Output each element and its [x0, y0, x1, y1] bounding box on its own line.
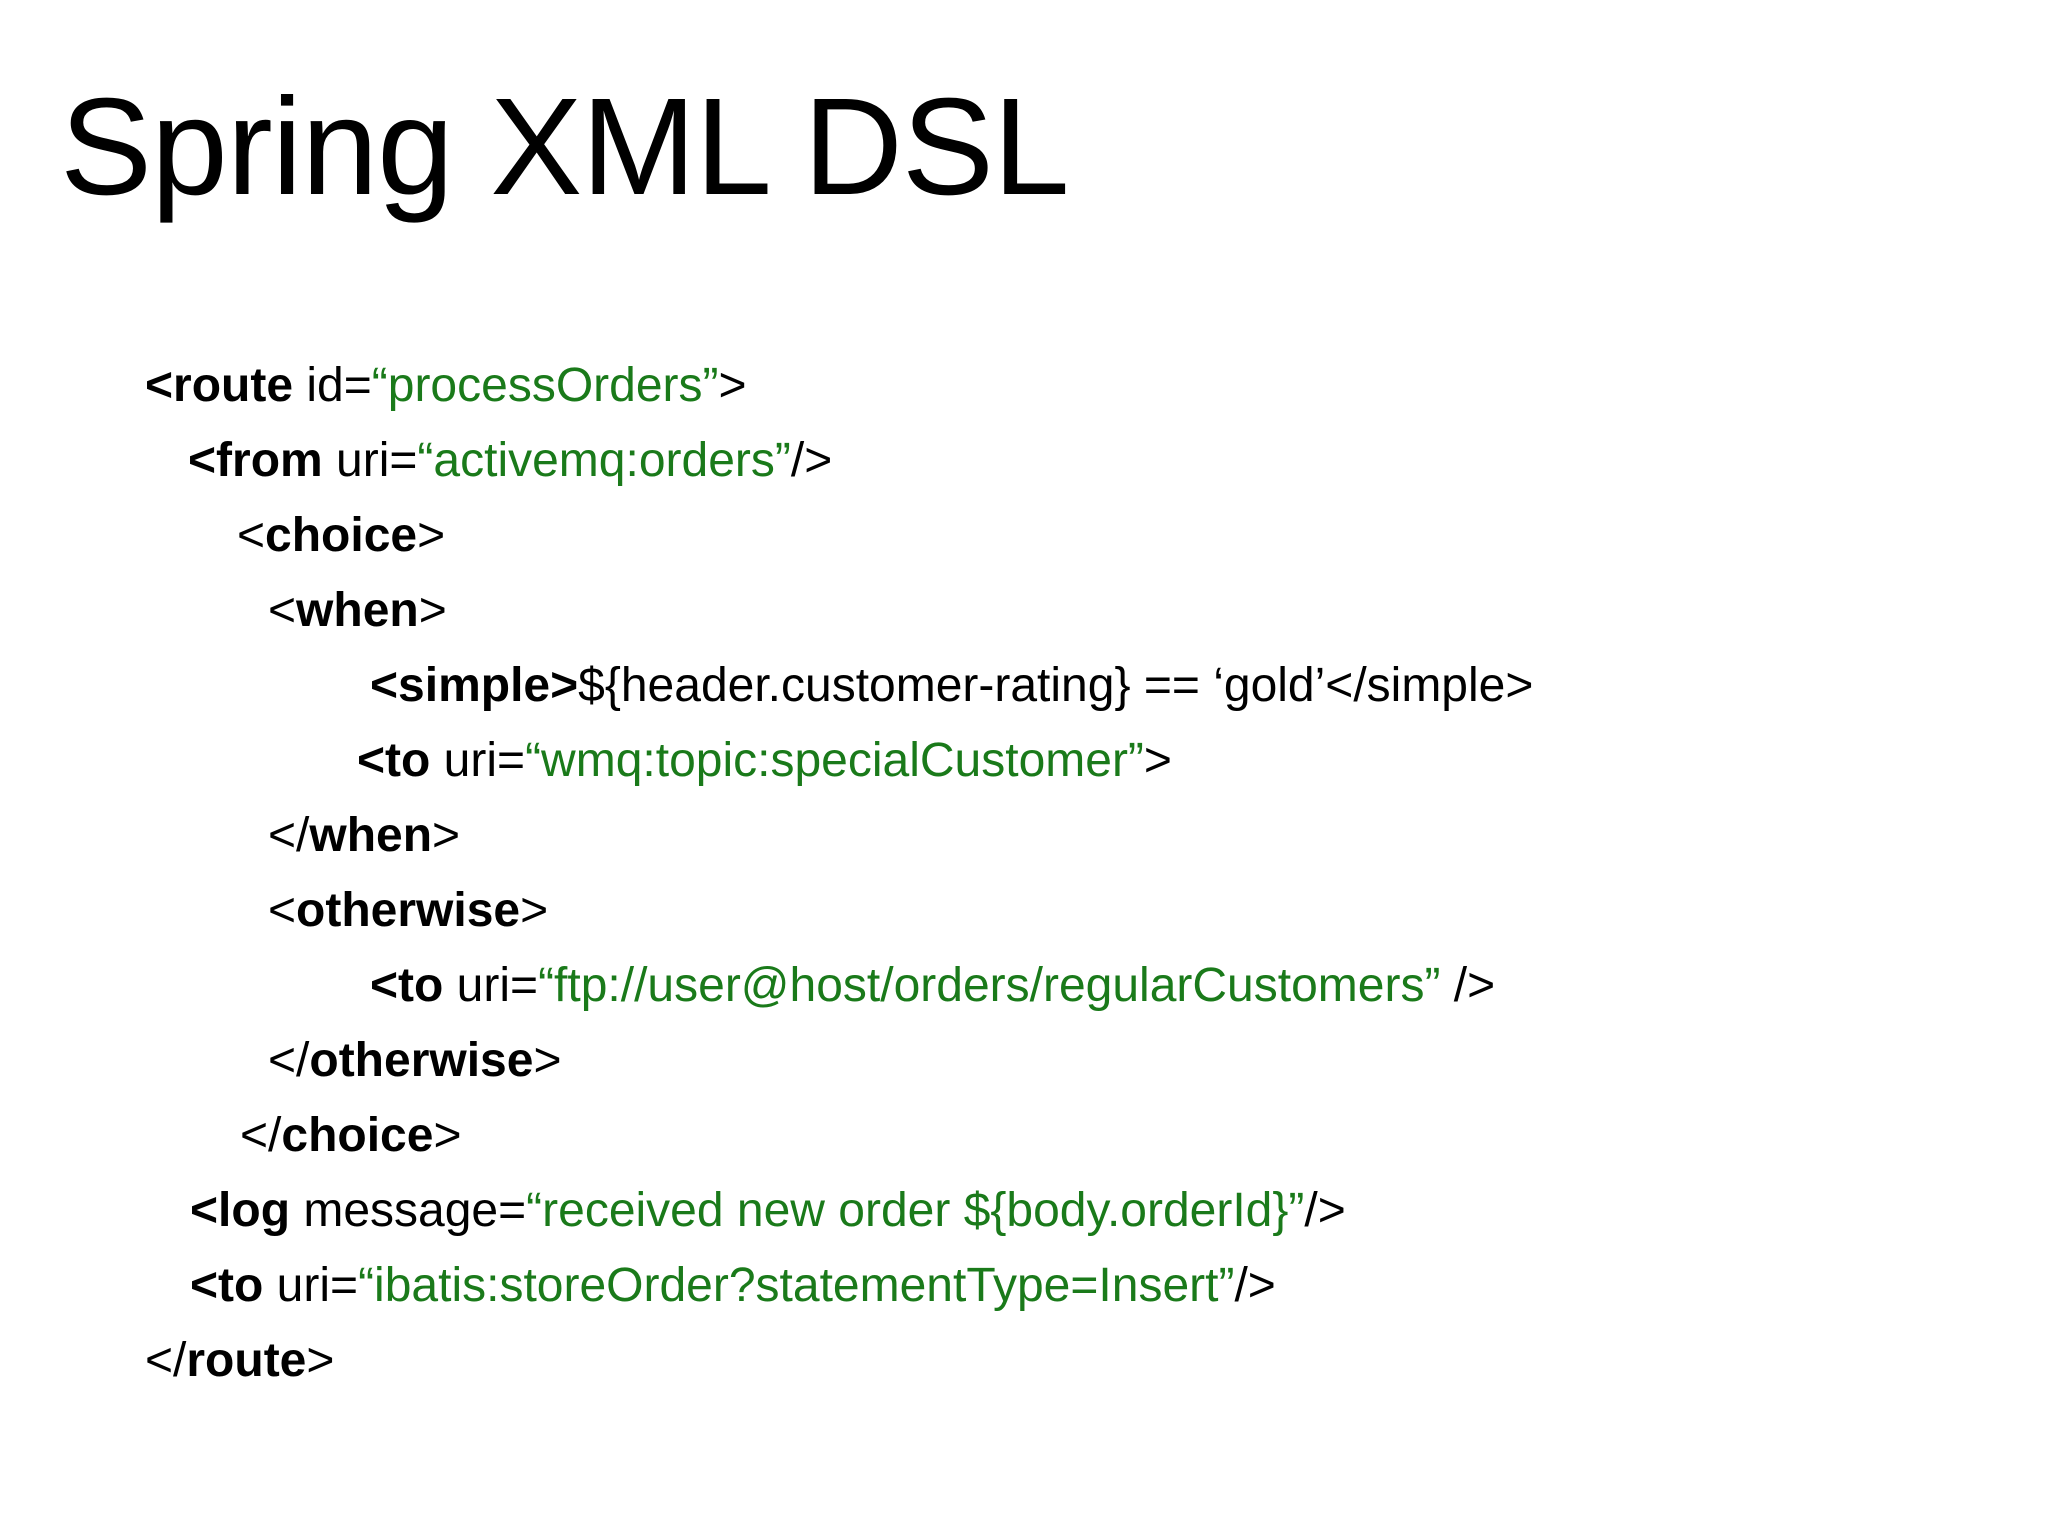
- xml-syntax-text: >: [533, 1034, 562, 1087]
- xml-syntax-text: />: [1234, 1259, 1276, 1312]
- xml-syntax-text: </: [145, 1334, 187, 1387]
- code-line: <simple>${header.customer-rating} == ‘go…: [0, 648, 2048, 723]
- xml-tag-name: when: [296, 584, 419, 637]
- code-line: <choice>: [0, 498, 2048, 573]
- xml-tag-name: route: [186, 1334, 307, 1387]
- xml-syntax-text: >: [418, 584, 447, 637]
- code-line: <to uri=“ibatis:storeOrder?statementType…: [0, 1248, 2048, 1323]
- code-line: <route id=“processOrders”>: [0, 348, 2048, 423]
- xml-tag-name: <simple>: [370, 659, 579, 712]
- page-title: Spring XML DSL: [60, 70, 1070, 224]
- xml-syntax-text: >: [433, 1109, 462, 1162]
- xml-tag-name: choice: [265, 509, 418, 562]
- xml-syntax-text: uri=: [322, 434, 418, 487]
- code-line: <to uri=“wmq:topic:specialCustomer”>: [0, 723, 2048, 798]
- xml-syntax-text: >: [520, 884, 549, 937]
- xml-tag-name: <to: [190, 1259, 264, 1312]
- xml-attribute-value: “ftp://user@host/orders/regularCustomers…: [538, 959, 1441, 1012]
- xml-syntax-text: <: [268, 584, 297, 637]
- xml-syntax-text: uri=: [430, 734, 526, 787]
- code-line: <from uri=“activemq:orders”/>: [0, 423, 2048, 498]
- xml-syntax-text: uri=: [443, 959, 539, 1012]
- code-line: </otherwise>: [0, 1023, 2048, 1098]
- xml-syntax-text: </: [268, 1034, 310, 1087]
- xml-tag-name: <to: [357, 734, 431, 787]
- code-line: </when>: [0, 798, 2048, 873]
- xml-syntax-text: />: [1440, 959, 1496, 1012]
- xml-syntax-text: >: [718, 359, 747, 412]
- xml-tag-name: otherwise: [309, 1034, 534, 1087]
- xml-tag-name: <route: [145, 359, 294, 412]
- xml-attribute-value: “activemq:orders”: [417, 434, 791, 487]
- xml-tag-name: <to: [370, 959, 444, 1012]
- code-line: </choice>: [0, 1098, 2048, 1173]
- xml-syntax-text: <: [237, 509, 266, 562]
- xml-syntax-text: />: [1304, 1184, 1346, 1237]
- xml-tag-name: <from: [188, 434, 323, 487]
- xml-syntax-text: uri=: [263, 1259, 359, 1312]
- xml-attribute-value: “received new order ${body.orderId}”: [526, 1184, 1305, 1237]
- xml-syntax-text: ${header.customer-rating} == ‘gold’</sim…: [578, 659, 1534, 712]
- xml-syntax-text: <: [268, 884, 297, 937]
- xml-syntax-text: </: [240, 1109, 282, 1162]
- xml-syntax-text: />: [790, 434, 833, 487]
- xml-syntax-text: message=: [290, 1184, 527, 1237]
- xml-tag-name: otherwise: [296, 884, 521, 937]
- xml-syntax-text: >: [417, 509, 446, 562]
- code-line: <to uri=“ftp://user@host/orders/regularC…: [0, 948, 2048, 1023]
- xml-attribute-value: “processOrders”: [371, 359, 719, 412]
- xml-code-block: <route id=“processOrders”><from uri=“act…: [0, 348, 2048, 1398]
- xml-syntax-text: id=: [293, 359, 372, 412]
- xml-syntax-text: >: [432, 809, 461, 862]
- xml-tag-name: choice: [281, 1109, 434, 1162]
- code-line: </route>: [0, 1323, 2048, 1398]
- code-line: <when>: [0, 573, 2048, 648]
- xml-attribute-value: “ibatis:storeOrder?statementType=Insert”: [358, 1259, 1235, 1312]
- xml-syntax-text: >: [1143, 734, 1172, 787]
- xml-syntax-text: >: [306, 1334, 335, 1387]
- xml-syntax-text: </: [268, 809, 310, 862]
- code-line: <log message=“received new order ${body.…: [0, 1173, 2048, 1248]
- code-line: <otherwise>: [0, 873, 2048, 948]
- xml-attribute-value: “wmq:topic:specialCustomer”: [525, 734, 1144, 787]
- xml-tag-name: when: [309, 809, 433, 862]
- xml-tag-name: <log: [190, 1184, 291, 1237]
